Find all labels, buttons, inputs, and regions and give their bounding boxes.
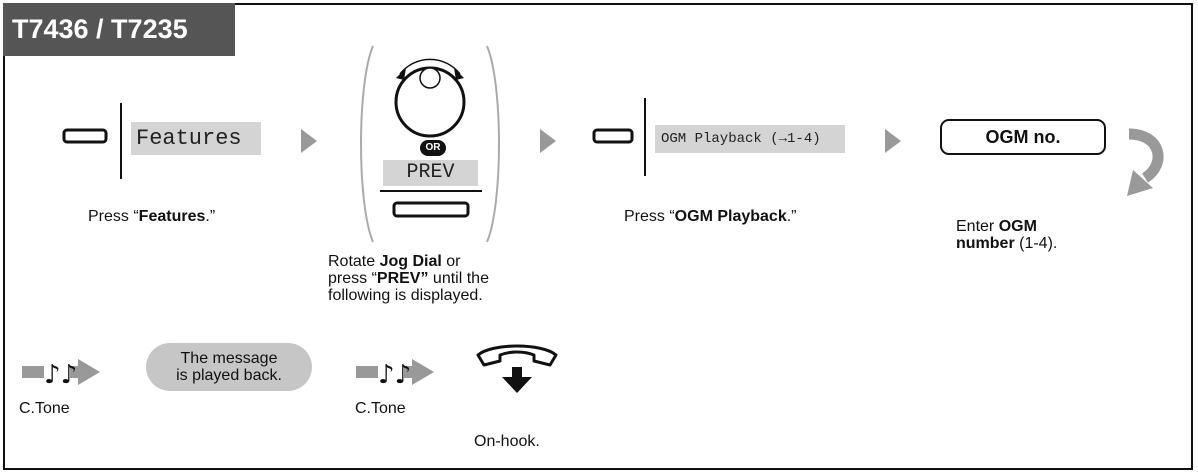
prev-display-label: PREV xyxy=(406,161,455,184)
ctone1-caption: C.Tone xyxy=(19,400,70,417)
procedure-frame xyxy=(3,3,1193,470)
feature-key-icon xyxy=(592,128,634,144)
ogm-no-label: OGM no. xyxy=(985,127,1061,147)
ogm-playback-display: OGM Playback (→1-4) xyxy=(655,125,845,153)
ogm-no-caption: Enter OGM number (1-4). xyxy=(956,218,1058,252)
ctone2-caption: C.Tone xyxy=(355,400,406,417)
jog-bracket xyxy=(360,45,500,243)
svg-text:♪♪: ♪♪ xyxy=(378,360,411,390)
feature-key-divider xyxy=(120,103,122,179)
features-display: Features xyxy=(131,122,261,155)
features-caption: Press “Features.” xyxy=(88,208,216,225)
message-pill: The message is played back. xyxy=(146,343,312,391)
arrow-right-icon xyxy=(540,129,556,153)
or-badge-icon: OR xyxy=(420,140,446,156)
features-display-label: Features xyxy=(136,126,242,151)
ogm-playback-display-label: OGM Playback (→1-4) xyxy=(661,131,821,147)
ogm-playback-caption: Press “OGM Playback.” xyxy=(624,208,797,225)
model-tab: T7436 / T7235 xyxy=(3,3,235,56)
ogm-no-button: OGM no. xyxy=(940,119,1106,155)
onhook-caption: On-hook. xyxy=(474,433,540,450)
confirmation-tone-icon: ♪♪ xyxy=(356,359,434,390)
jog-dial-icon xyxy=(394,58,466,138)
prev-key-icon xyxy=(392,201,470,218)
arrow-right-icon xyxy=(301,129,317,153)
feature-key-icon xyxy=(62,128,108,144)
svg-text:♪♪: ♪♪ xyxy=(44,360,77,390)
prev-underline xyxy=(380,190,482,192)
ogm-key-divider xyxy=(644,98,646,176)
prev-display: PREV xyxy=(383,160,478,186)
jog-caption: Rotate Jog Dial or press “PREV” until th… xyxy=(328,253,489,304)
handset-onhook-icon xyxy=(476,344,558,393)
arrow-right-icon xyxy=(885,129,901,153)
confirmation-tone-icon: ♪♪ xyxy=(22,359,100,390)
continue-arrow-icon xyxy=(1127,128,1164,196)
